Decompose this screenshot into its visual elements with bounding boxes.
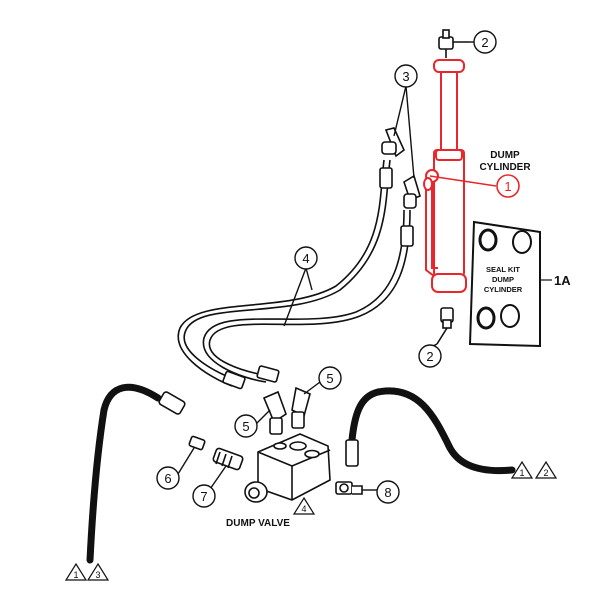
fitting-2-top[interactable] xyxy=(438,29,470,58)
dump-cylinder-label-2: CYLINDER xyxy=(479,162,531,173)
callout-5-left: 5 xyxy=(234,414,258,438)
svg-text:2: 2 xyxy=(481,35,488,50)
elbow-fittings-5[interactable] xyxy=(262,386,311,435)
warning-triangle-left-b: 3 xyxy=(86,562,110,581)
warning-triangle-valve: 4 xyxy=(292,496,316,515)
svg-text:2: 2 xyxy=(543,468,548,478)
dump-valve[interactable] xyxy=(244,433,331,503)
svg-text:7: 7 xyxy=(200,489,207,504)
svg-text:3: 3 xyxy=(402,69,409,84)
svg-text:8: 8 xyxy=(384,485,391,500)
callout-3: 3 xyxy=(394,64,418,88)
svg-text:1: 1 xyxy=(73,570,78,580)
seal-kit-ref-label: 1A xyxy=(554,273,571,288)
seal-kit-label-1: SEAL KIT xyxy=(486,265,520,274)
callout-7: 7 xyxy=(192,484,216,508)
callout-1: 1 xyxy=(496,174,520,198)
seal-kit-card[interactable]: SEAL KIT DUMP CYLINDER 1A xyxy=(468,220,571,348)
svg-text:1: 1 xyxy=(504,179,511,194)
fitting-8[interactable] xyxy=(335,481,363,495)
seal-kit-label-2: DUMP xyxy=(492,275,514,284)
svg-text:4: 4 xyxy=(302,251,309,266)
return-hose-left[interactable] xyxy=(86,383,186,564)
callout-8: 8 xyxy=(376,480,400,504)
svg-text:6: 6 xyxy=(164,471,171,486)
hose-end-fittings[interactable] xyxy=(222,167,414,390)
svg-text:3: 3 xyxy=(95,570,100,580)
fitting-6[interactable] xyxy=(188,435,206,451)
hydraulic-hoses-4[interactable] xyxy=(177,159,411,387)
fitting-2-bottom[interactable] xyxy=(436,307,454,345)
svg-text:5: 5 xyxy=(242,419,249,434)
dump-valve-label: DUMP VALVE xyxy=(226,518,290,529)
warning-triangle-left-a: 1 xyxy=(64,562,88,581)
callout-4: 4 xyxy=(294,246,318,270)
callout-2-top: 2 xyxy=(473,30,497,54)
dump-cylinder-label-1: DUMP xyxy=(490,150,520,161)
svg-text:4: 4 xyxy=(301,504,306,514)
warning-triangle-right-b: 2 xyxy=(534,460,558,479)
svg-text:5: 5 xyxy=(326,371,333,386)
warning-triangle-right-a: 1 xyxy=(510,460,534,479)
svg-text:1: 1 xyxy=(519,468,524,478)
elbow-fittings-3[interactable] xyxy=(381,127,421,209)
return-hose-right[interactable] xyxy=(345,387,516,475)
dump-cylinder[interactable] xyxy=(423,59,467,293)
callout-2-bottom: 2 xyxy=(418,344,442,368)
fitting-7[interactable] xyxy=(212,447,244,471)
seal-kit-label-3: CYLINDER xyxy=(484,285,523,294)
svg-text:2: 2 xyxy=(426,349,433,364)
callout-6: 6 xyxy=(156,466,180,490)
callout-5-right: 5 xyxy=(318,366,342,390)
